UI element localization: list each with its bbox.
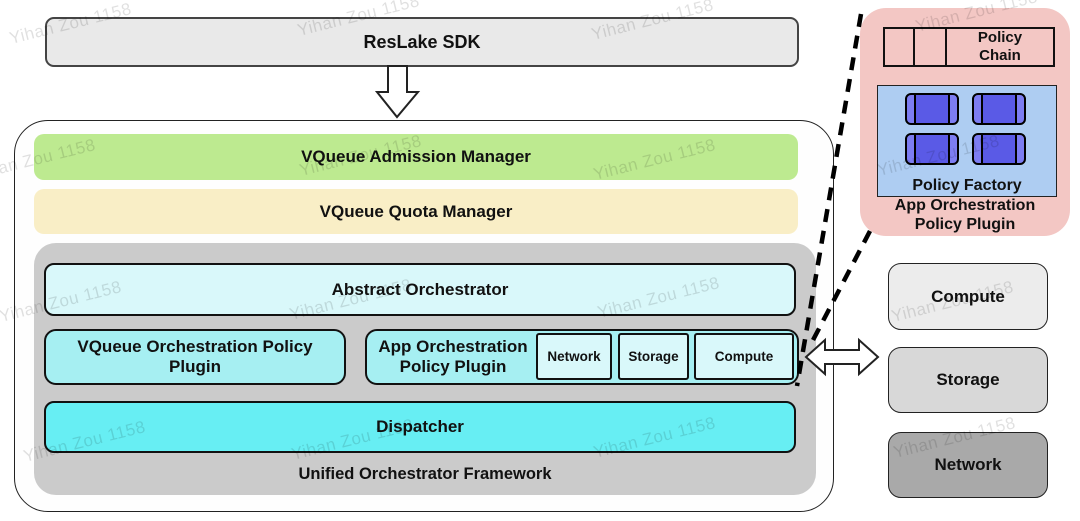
- callout-label-wrap: App Orchestration Policy Plugin: [860, 196, 1070, 234]
- resource-network-label: Network: [547, 349, 601, 364]
- network-pool-label: Network: [934, 455, 1002, 474]
- resource-storage-label: Storage: [628, 349, 679, 364]
- app-plugin-zoom-callout: Policy Chain Policy Factory App Orchestr…: [860, 8, 1070, 236]
- resource-compute-label: Compute: [714, 349, 774, 364]
- policy-factory-box: Policy Factory: [877, 85, 1057, 197]
- resource-box-network: Network: [536, 333, 612, 380]
- compute-pool-box: Compute: [888, 263, 1048, 330]
- dispatcher-label: Dispatcher: [376, 417, 464, 436]
- storage-pool-label: Storage: [936, 370, 1000, 389]
- vqueue-admission-manager-label: VQueue Admission Manager: [301, 147, 531, 166]
- policy-factory-label: Policy Factory: [912, 177, 1022, 194]
- policy-chain-slot: [915, 29, 947, 65]
- vqueue-policy-plugin-box: VQueue Orchestration Policy Plugin: [44, 329, 346, 385]
- abstract-orchestrator-label: Abstract Orchestrator: [331, 279, 509, 299]
- framework-label: Unified Orchestrator Framework: [298, 465, 552, 483]
- compute-pool-label: Compute: [931, 286, 1005, 306]
- policy-chain-slot: [885, 29, 915, 65]
- resource-box-compute: Compute: [694, 333, 794, 380]
- policy-icon: [905, 93, 959, 125]
- unified-orchestrator-framework-box: Abstract Orchestrator VQueue Orchestrati…: [34, 243, 816, 495]
- policy-chain-box: Policy Chain: [883, 27, 1055, 67]
- policy-icon: [972, 93, 1026, 125]
- policy-icon: [905, 133, 959, 165]
- policy-chain-slot-wide: Policy Chain: [947, 29, 1053, 65]
- vqueue-admission-manager-box: VQueue Admission Manager: [34, 134, 798, 180]
- policy-icon: [972, 133, 1026, 165]
- platform-container: VQueue Admission Manager VQueue Quota Ma…: [14, 120, 834, 512]
- vqueue-quota-manager-label: VQueue Quota Manager: [319, 201, 513, 221]
- abstract-orchestrator-box: Abstract Orchestrator: [44, 263, 796, 316]
- policy-chain-label: Policy Chain: [977, 29, 1023, 64]
- callout-plugin-label: App Orchestration Policy Plugin: [894, 197, 1036, 234]
- dispatcher-box: Dispatcher: [44, 401, 796, 453]
- app-policy-plugin-label: App Orchestration Policy Plugin: [378, 336, 528, 376]
- reslake-sdk-box: ResLake SDK: [45, 17, 799, 67]
- vqueue-policy-plugin-label: VQueue Orchestration Policy Plugin: [77, 336, 313, 376]
- resource-box-storage: Storage: [618, 333, 689, 380]
- flow-down-arrow-icon: [374, 65, 421, 119]
- storage-pool-box: Storage: [888, 347, 1048, 413]
- reslake-sdk-label: ResLake SDK: [363, 31, 481, 52]
- app-policy-plugin-box: App Orchestration Policy Plugin Network …: [365, 329, 799, 385]
- vqueue-quota-manager-box: VQueue Quota Manager: [34, 189, 798, 234]
- network-pool-box: Network: [888, 432, 1048, 498]
